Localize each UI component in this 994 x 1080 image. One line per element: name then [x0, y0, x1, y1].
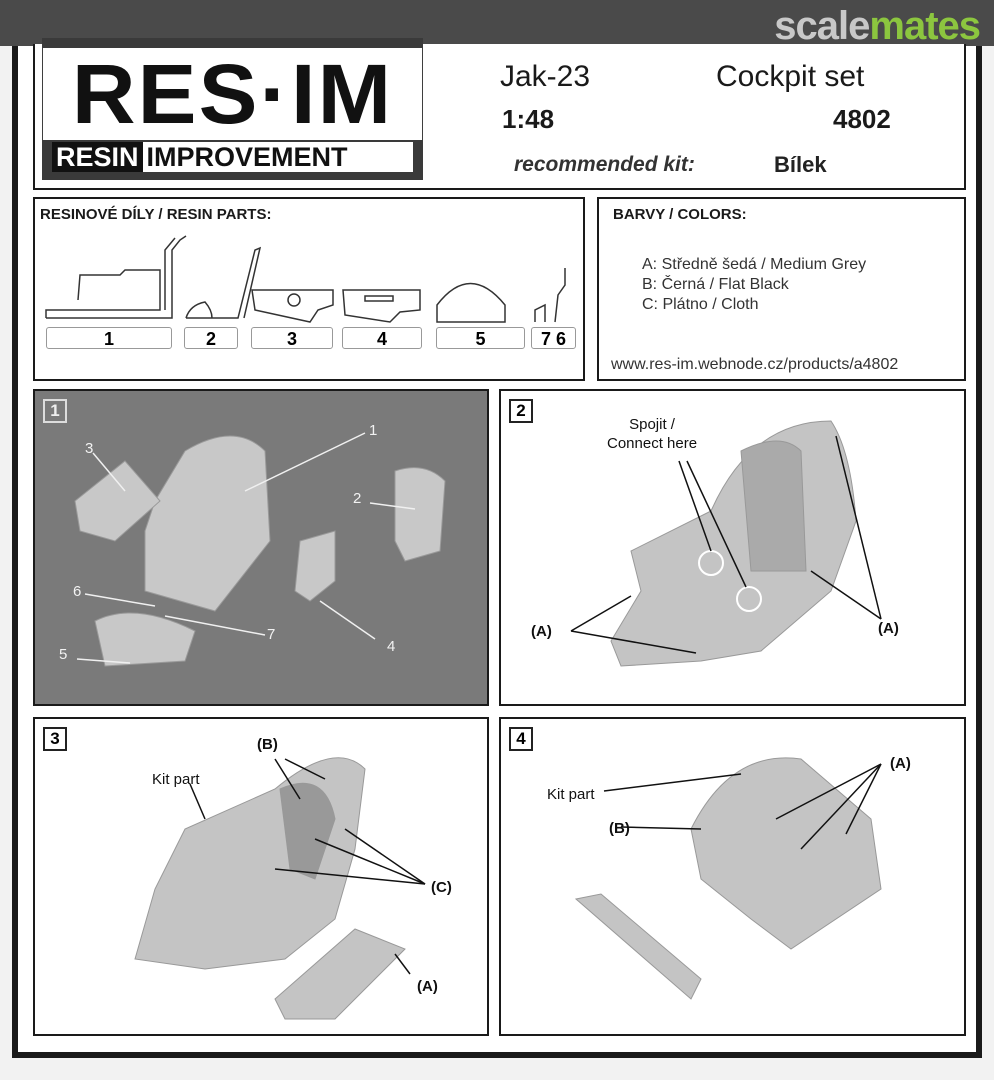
recommended-kit-label: recommended kit: — [514, 153, 695, 176]
callout-a-right: (A) — [878, 620, 899, 637]
step-number: 3 — [43, 727, 67, 751]
aircraft-name: Jak-23 — [500, 60, 591, 93]
step-2-panel: 2 Spojit /Connect here (A) (A) — [499, 389, 966, 706]
connect-here-label: Spojit /Connect here — [607, 416, 698, 452]
step-4-photo — [574, 757, 882, 1000]
step-number: 4 — [509, 727, 533, 751]
step-1-photo — [74, 432, 446, 667]
kit-part-label: Kit part — [152, 771, 200, 788]
part-label-4: 4 — [342, 327, 422, 349]
callout-a: (A) — [417, 978, 438, 995]
callout-1: 1 — [369, 422, 378, 439]
step-3-photo — [134, 757, 426, 1020]
kit-part-label: Kit part — [547, 786, 595, 803]
color-item-c: C: Plátno / Cloth — [642, 296, 759, 313]
product-name: Cockpit set — [716, 60, 865, 93]
callout-2: 2 — [353, 490, 362, 507]
callout-b: (B) — [257, 736, 278, 753]
color-item-a: A: Středně šedá / Medium Grey — [642, 256, 867, 273]
part-label-3: 3 — [251, 327, 333, 349]
step-2-photo — [570, 420, 882, 667]
callout-c: (C) — [431, 879, 452, 896]
color-list: A: Středně šedá / Medium Grey B: Černá /… — [642, 255, 866, 315]
callout-b: (B) — [609, 820, 630, 837]
callout-a: (A) — [890, 755, 911, 772]
product-code: 4802 — [833, 104, 891, 134]
part-label-5: 5 — [436, 327, 525, 349]
colors-title: BARVY / COLORS: — [613, 206, 747, 223]
scale: 1:48 — [502, 104, 555, 134]
callout-7: 7 — [267, 626, 276, 643]
callout-5: 5 — [59, 646, 68, 663]
product-url[interactable]: www.res-im.webnode.cz/products/a4802 — [611, 356, 899, 373]
step-4-panel: 4 (A) Kit part (B) — [499, 717, 966, 1036]
part-label-1: 1 — [46, 327, 172, 349]
step-number: 2 — [509, 399, 533, 423]
part-label-76: 7 6 — [531, 327, 576, 349]
step-number: 1 — [43, 399, 67, 423]
resin-parts-title: RESINOVÉ DÍLY / RESIN PARTS: — [40, 206, 272, 223]
colors-box — [597, 197, 966, 381]
callout-6: 6 — [73, 583, 82, 600]
callout-3: 3 — [85, 440, 94, 457]
step-1-panel: 1 1 2 3 4 5 6 7 — [33, 389, 489, 706]
resin-parts-box — [33, 197, 585, 381]
color-item-b: B: Černá / Flat Black — [642, 276, 789, 293]
callout-4: 4 — [387, 638, 396, 655]
recommended-kit: Bílek — [774, 152, 827, 177]
scalemates-watermark: scalemates — [774, 4, 981, 48]
part-label-2: 2 — [184, 327, 238, 349]
step-3-panel: 3 (B) Kit part (C) (A) — [33, 717, 489, 1036]
callout-a-left: (A) — [531, 623, 552, 640]
